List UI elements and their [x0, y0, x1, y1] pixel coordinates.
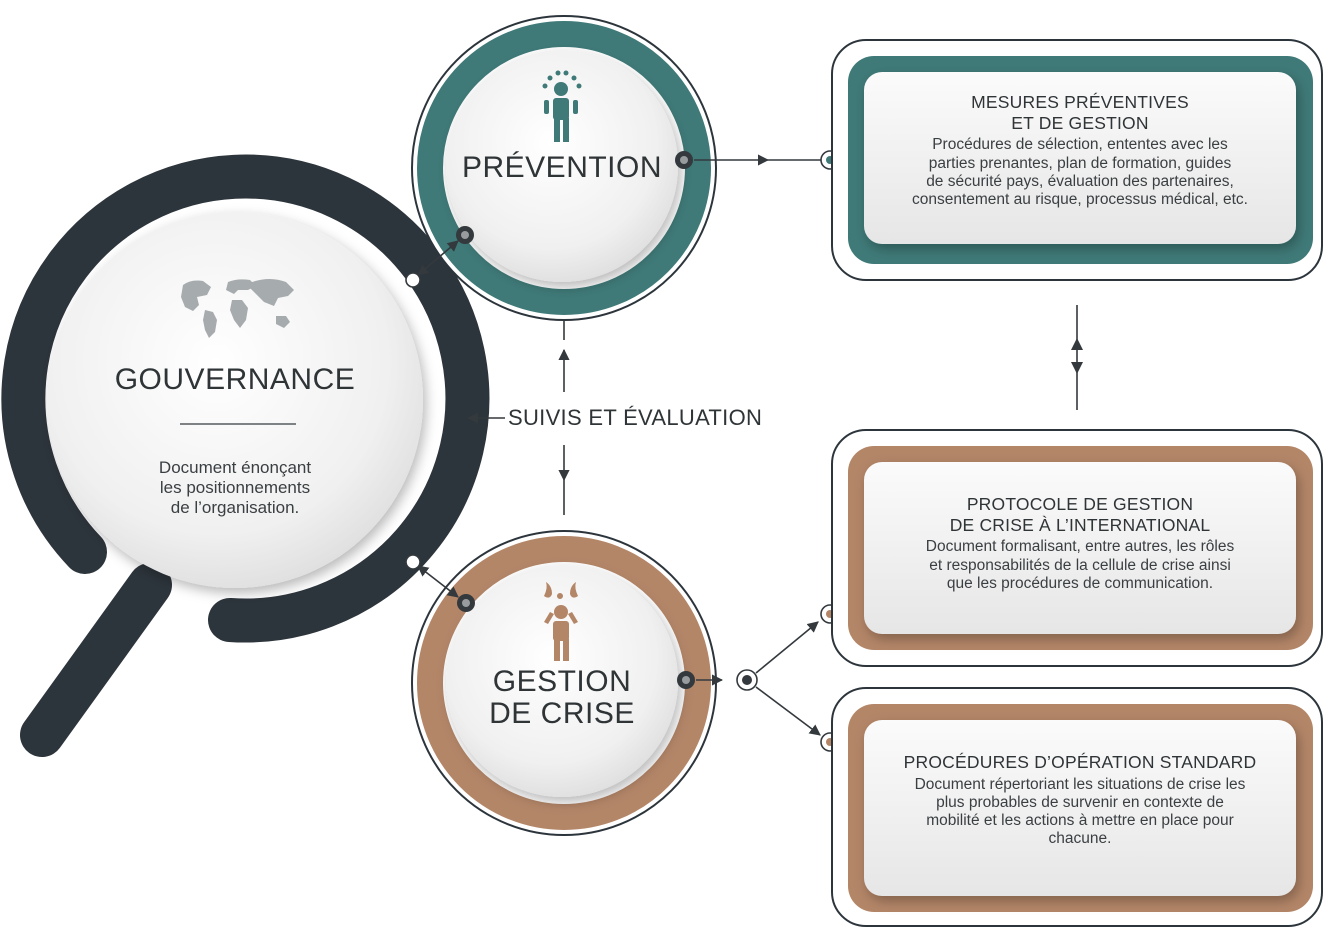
- measures-title-line: MESURES PRÉVENTIVES: [971, 92, 1189, 112]
- protocol-content: PROTOCOLE DE GESTION DE CRISE À L’INTERN…: [866, 494, 1294, 593]
- sop-title-line: PROCÉDURES D’OPÉRATION STANDARD: [903, 752, 1257, 772]
- protocol-title-line: PROTOCOLE DE GESTION: [966, 494, 1194, 514]
- protocol-title-line: DE CRISE À L’INTERNATIONAL: [949, 514, 1211, 535]
- protocol-body-line: que les procédures de communication.: [946, 574, 1214, 592]
- measures-body-line: parties prenantes, plan de formation, gu…: [928, 154, 1232, 172]
- crisis-node: [411, 530, 717, 836]
- measures-body-line: Procédures de sélection, ententes avec l…: [932, 136, 1228, 154]
- governance-ring: [1, 154, 490, 643]
- connector-crisis-split: [677, 604, 840, 752]
- protocol-body-line: Document formalisant, entre autres, les …: [925, 538, 1235, 556]
- governance-desc-line: de l’organisation.: [170, 498, 300, 518]
- monitoring-arrows: [466, 320, 570, 515]
- sop-body-line: plus probables de survenir en contexte d…: [936, 793, 1224, 811]
- world-map-icon: [181, 279, 294, 338]
- sop-body-line: chacune.: [1048, 830, 1112, 848]
- prevention-node: [411, 15, 717, 321]
- sop-body-line: Document répertoriant les situations de …: [914, 775, 1246, 793]
- connector-gov-prevention: [405, 226, 474, 288]
- connector-measures-protocol: [1071, 305, 1083, 410]
- juggler-icon: [542, 70, 582, 142]
- prevention-title: PRÉVENTION: [461, 151, 663, 184]
- magnifier-icon: [1, 154, 490, 757]
- measures-body-line: de sécurité pays, évaluation des partena…: [926, 172, 1234, 190]
- crisis-title-line: DE CRISE: [489, 696, 635, 730]
- governance-title: GOUVERNANCE: [114, 363, 356, 396]
- connector-gov-crisis: [405, 554, 475, 612]
- crisis-title: GESTION DE CRISE: [452, 666, 672, 729]
- governance-desc-line: les positionnements: [159, 478, 311, 498]
- measures-body-line: consentement au risque, processus médica…: [911, 191, 1248, 209]
- governance-desc-line: Document énonçant: [158, 458, 312, 477]
- monitoring-label: SUIVIS ET ÉVALUATION: [508, 405, 763, 430]
- crisis-title-line: GESTION: [492, 665, 632, 698]
- governance-description: Document énonçant les positionnements de…: [120, 458, 350, 518]
- sop-body-line: mobilité et les actions à mettre en plac…: [926, 812, 1234, 830]
- sop-content: PROCÉDURES D’OPÉRATION STANDARD Document…: [866, 752, 1294, 849]
- governance-disc: [47, 212, 423, 588]
- box-sop: [831, 687, 1323, 927]
- box-measures: [831, 39, 1323, 281]
- measures-title-line: ET DE GESTION: [1011, 112, 1149, 133]
- measures-content: MESURES PRÉVENTIVES ET DE GESTION Procéd…: [866, 92, 1294, 209]
- protocol-body-line: et responsabilités de la cellule de cris…: [929, 556, 1231, 574]
- juggler-fire-icon: [544, 582, 578, 661]
- box-protocol: [831, 429, 1323, 667]
- magnifier-handle: [20, 563, 172, 757]
